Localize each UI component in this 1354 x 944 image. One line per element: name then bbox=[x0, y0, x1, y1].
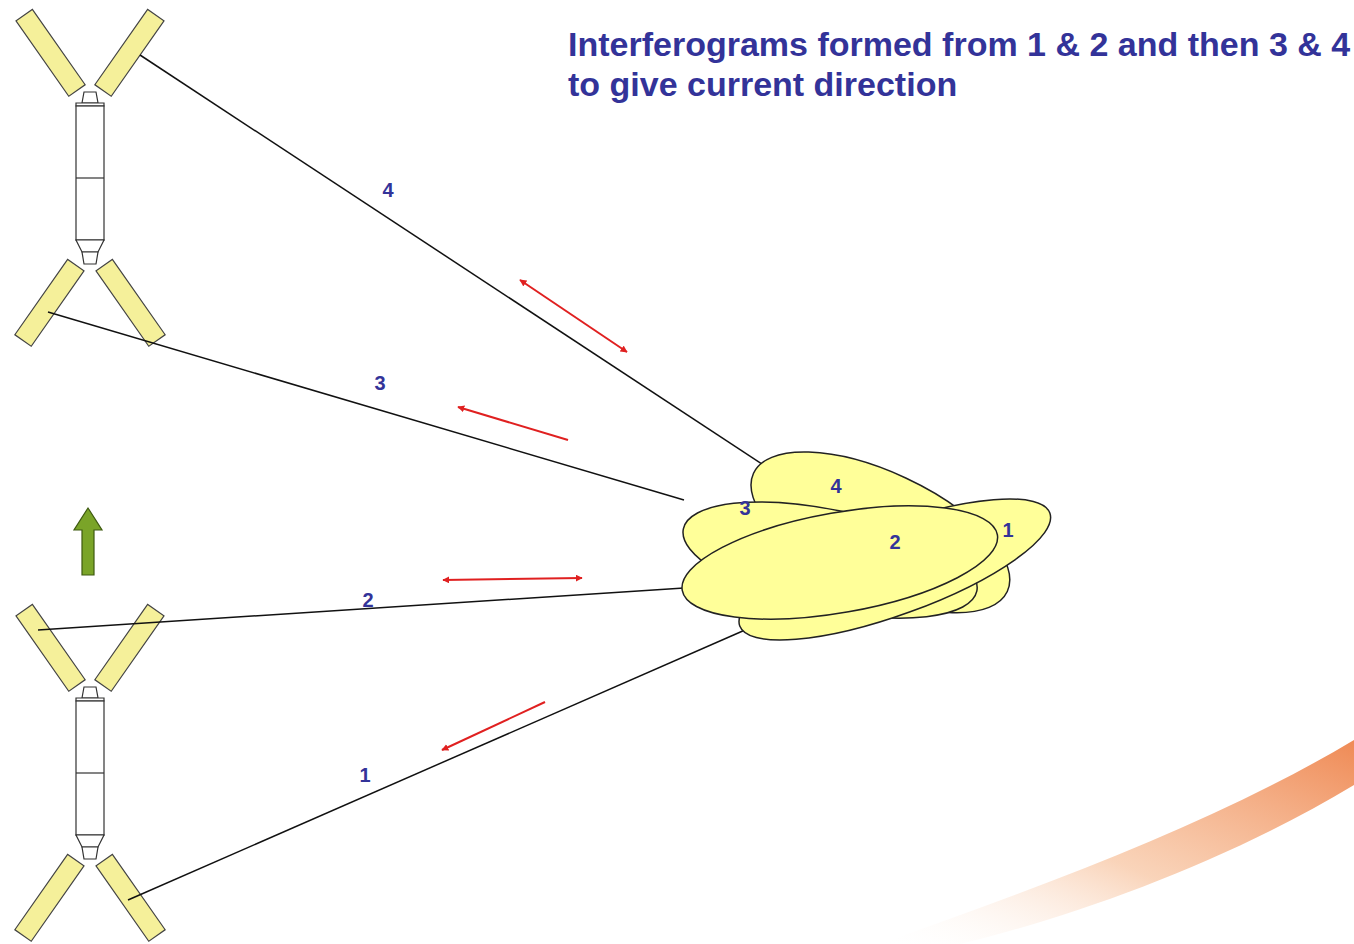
beam-number: 4 bbox=[382, 179, 393, 201]
beam-line bbox=[140, 55, 768, 468]
beam-number: 2 bbox=[362, 589, 373, 611]
footprint-number: 1 bbox=[1002, 519, 1013, 541]
beam-number: 1 bbox=[359, 764, 370, 786]
motion-arrow bbox=[74, 508, 102, 575]
footprint-number: 4 bbox=[830, 475, 841, 497]
footprint-number: 2 bbox=[889, 531, 900, 553]
diagram-title: Interferograms formed from 1 & 2 and the… bbox=[568, 24, 1354, 104]
footprint-ellipse: 2 bbox=[678, 502, 1002, 623]
beam-line bbox=[38, 588, 684, 630]
beam-line bbox=[48, 312, 684, 500]
ellipse-outline bbox=[678, 502, 1002, 623]
beam-line bbox=[128, 630, 745, 900]
footprint-number: 3 bbox=[739, 497, 750, 519]
beam-number: 3 bbox=[374, 372, 385, 394]
